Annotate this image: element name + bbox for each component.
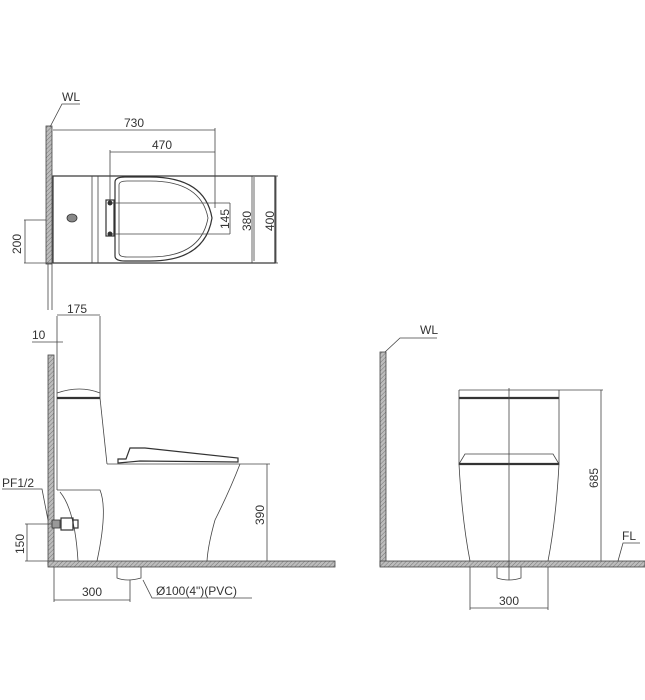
top-view: WL 730 470 145 380 400 (10, 90, 278, 310)
dim-300-front: 300 (499, 594, 519, 608)
wl-leader-top (49, 103, 80, 128)
seat-outline-top (114, 176, 213, 262)
supply-leader (2, 488, 49, 521)
dim-685: 685 (587, 468, 601, 488)
wall-label-top: WL (62, 90, 80, 104)
dim-300-side: 300 (82, 585, 102, 599)
dim-400: 400 (263, 211, 277, 231)
dim-200: 200 (10, 234, 24, 254)
drain-pipe-front (496, 567, 522, 581)
dim-470: 470 (152, 138, 172, 152)
wl-leader-front (384, 337, 437, 353)
floor-hatch-front (379, 560, 645, 568)
toilet-outline-top (52, 175, 276, 264)
dim-730: 730 (124, 116, 144, 130)
supply-valve-icon (60, 517, 74, 531)
dim-390: 390 (253, 505, 267, 525)
dim-380: 380 (240, 211, 254, 231)
supply-label: PF1/2 (2, 476, 34, 490)
dim-150: 150 (13, 534, 27, 554)
wall-hatch-front (379, 351, 387, 567)
floor-hatch-side (47, 560, 336, 568)
floor-label: FL (622, 529, 636, 543)
seat-side (117, 447, 239, 464)
drain-pipe-side (116, 567, 142, 581)
front-view: WL 685 FL 300 (379, 323, 645, 610)
dim-145: 145 (218, 209, 232, 229)
dim-175: 175 (67, 302, 87, 316)
wall-label-front: WL (420, 323, 438, 337)
wall-hatch-side (47, 354, 55, 566)
drain-leader (142, 579, 252, 599)
wall-hatch-top (45, 125, 53, 265)
fl-leader (617, 542, 640, 562)
drain-label: Ø100(4")(PVC) (156, 584, 237, 598)
flush-button-icon (66, 213, 78, 223)
side-view: 175 10 PF1/2 150 390 300 Ø100(4")(PVC) (2, 302, 336, 602)
dim-10: 10 (32, 328, 46, 342)
